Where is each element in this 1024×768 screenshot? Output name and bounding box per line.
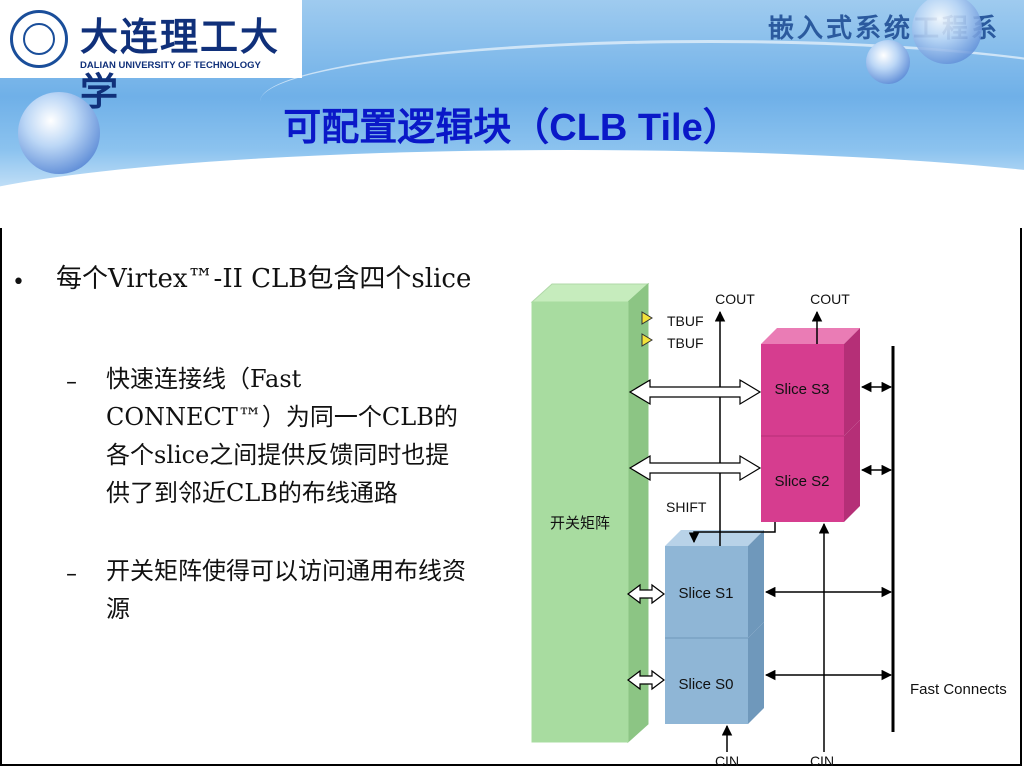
bubble-large-icon	[18, 92, 100, 174]
slice-s3-label: Slice S3	[774, 381, 829, 398]
bullet-dash-1: –	[66, 370, 77, 395]
slice-s0-label: Slice S0	[678, 676, 733, 693]
header-swoosh-line	[260, 40, 1024, 163]
cin-label-2: CIN	[810, 753, 834, 768]
tbuf-triangle-icon	[641, 311, 653, 325]
cin-label-1: CIN	[715, 753, 739, 768]
slice-s2-label: Slice S2	[774, 473, 829, 490]
switch-matrix-label: 开关矩阵	[550, 515, 610, 532]
slice-s2-box	[761, 420, 860, 522]
bubble-small-icon	[866, 40, 910, 84]
tbuf-triangle-icon	[641, 333, 653, 347]
university-logo: 大连理工大学 DALIAN UNIVERSITY OF TECHNOLOGY	[0, 0, 302, 114]
slide-header: 大连理工大学 DALIAN UNIVERSITY OF TECHNOLOGY 嵌…	[0, 0, 1024, 215]
bullet-main: 每个Virtex™-II CLB包含四个slice	[56, 264, 472, 294]
content-frame	[0, 228, 1022, 766]
bidir-arrow-s0	[627, 669, 665, 691]
shift-line	[688, 522, 776, 544]
cout-label-2: COUT	[810, 291, 850, 307]
fast-connects-label: Fast Connects	[910, 681, 1007, 698]
slice-s1-box	[665, 530, 764, 638]
bidir-arrow-s2	[628, 454, 762, 482]
bullet-dot: •	[12, 270, 25, 295]
bullet-sub-1: 快速连接线（Fast CONNECT™）为同一个CLB的各个slice之间提供反…	[106, 365, 458, 507]
shift-label: SHIFT	[666, 499, 707, 515]
tbuf-label-1: TBUF	[667, 313, 704, 329]
tbuf-label-2: TBUF	[667, 335, 704, 351]
bidir-arrow-s1	[627, 583, 665, 605]
switch-matrix-box	[530, 282, 650, 744]
cout-label-1: COUT	[715, 291, 755, 307]
bullet-dash-2: –	[66, 562, 77, 587]
slice-s1-label: Slice S1	[678, 585, 733, 602]
university-seal-icon	[10, 10, 68, 68]
university-name-cn: 大连理工大学	[80, 14, 281, 114]
slide-title: 可配置逻辑块（CLB Tile）	[283, 107, 741, 149]
slice-s0-box	[665, 622, 764, 724]
slice-s3-box	[761, 328, 860, 436]
bullet-sub-2: 开关矩阵使得可以访问通用布线资源	[106, 557, 466, 623]
bubble-medium-icon	[912, 0, 982, 64]
university-name-en: DALIAN UNIVERSITY OF TECHNOLOGY	[80, 60, 261, 71]
bidir-arrow-s3	[628, 378, 762, 406]
